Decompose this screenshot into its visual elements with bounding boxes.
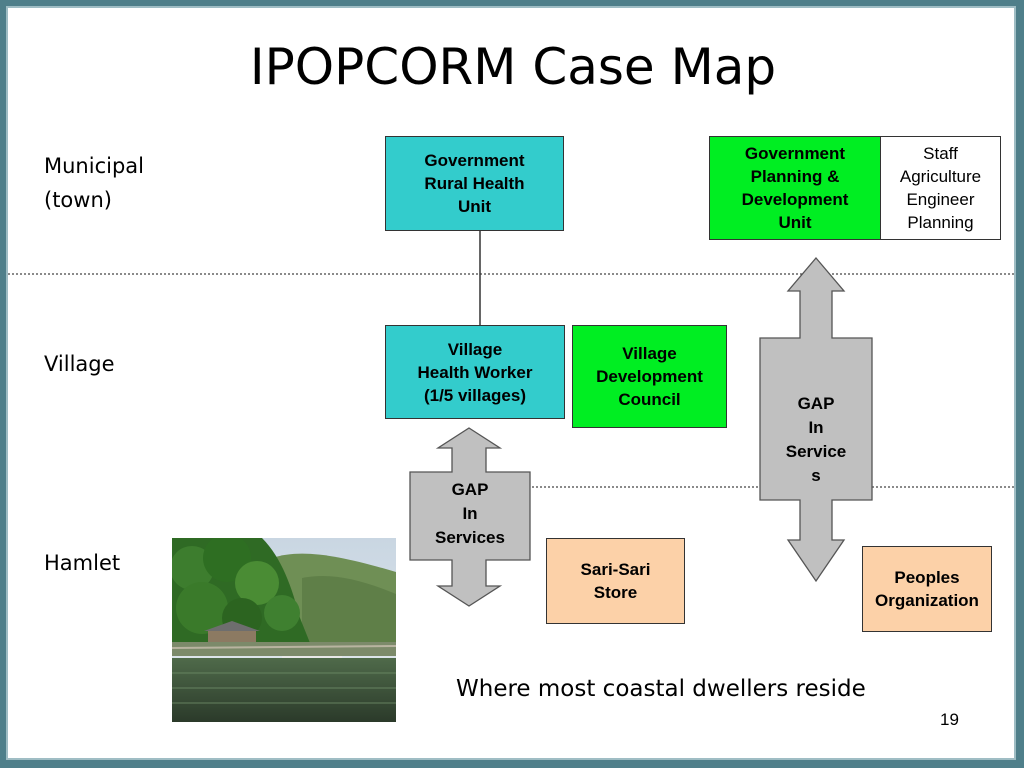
gap-arrow-right: [759, 256, 873, 583]
gap-label-right: GAP In Service s: [785, 394, 847, 485]
box-village-dev-council-text: Village Development Council: [596, 344, 703, 409]
box-staff-list-text: Staff Agriculture Engineer Planning: [899, 144, 982, 232]
box-gov-planning-dev-unit-text: Government Planning & Development Unit: [741, 144, 849, 232]
level-label-municipal: Municipal (town): [44, 154, 144, 212]
box-village-health-worker-text: Village Health Worker (1/5 villages): [417, 339, 533, 405]
gap-label-left: GAP In Services: [435, 480, 505, 547]
caption-text: Where most coastal dwellers reside: [456, 676, 866, 702]
box-sari-sari-store: Sari-Sari Store: [546, 538, 685, 624]
box-gov-planning-dev-unit: Government Planning & Development Unit: [709, 136, 881, 240]
level-label-village: Village: [44, 352, 115, 376]
box-gov-rural-health-unit: Government Rural Health Unit: [385, 136, 564, 231]
box-village-dev-council: Village Development Council: [572, 325, 727, 428]
page-title: IPOPCORM Case Map: [249, 38, 777, 96]
box-gov-rural-health-unit-text: Government Rural Health Unit: [424, 151, 525, 216]
slide: IPOPCORM Case Map Municipal (town) Villa…: [6, 6, 1016, 760]
box-staff-list: Staff Agriculture Engineer Planning: [880, 136, 1001, 240]
box-peoples-organization: Peoples Organization: [862, 546, 992, 632]
box-peoples-organization-text: Peoples Organization: [875, 568, 979, 610]
box-sari-sari-store-text: Sari-Sari Store: [580, 560, 651, 602]
box-village-health-worker: Village Health Worker (1/5 villages): [385, 325, 565, 419]
page-number: 19: [940, 710, 959, 729]
coastal-hamlet-photo: [172, 538, 396, 722]
diagram-lines: [8, 231, 1014, 607]
level-label-hamlet: Hamlet: [44, 551, 121, 575]
gap-arrow-left: [409, 427, 531, 607]
